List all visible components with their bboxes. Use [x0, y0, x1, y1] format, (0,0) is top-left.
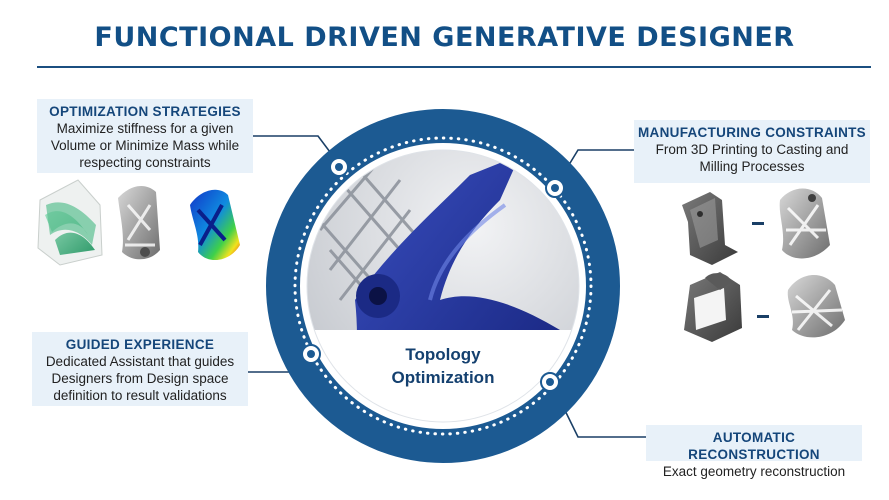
automatic-reconstruction-box: AUTOMATIC RECONSTRUCTION Exact geometry … — [646, 409, 862, 479]
ring-node-icon — [540, 372, 560, 392]
ring-node-icon — [301, 344, 321, 364]
printed-part-render-bottom — [787, 274, 845, 338]
guided-experience-heading: GUIDED EXPERIENCE — [65, 337, 215, 352]
guided-experience-line-2: Designers from Design space — [51, 371, 229, 386]
center-label-line-1: Topology — [405, 345, 481, 364]
manufacturing-constraints-line-2: Milling Processes — [699, 159, 805, 174]
optimization-strategies-box: OPTIMIZATION STRATEGIES Maximize stiffne… — [37, 99, 253, 173]
arrow-dash-icon — [752, 222, 764, 225]
optimization-strategies-line-3: respecting constraints — [79, 155, 211, 170]
milled-block-render-bottom — [684, 272, 742, 342]
optimization-strategies-heading: OPTIMIZATION STRATEGIES — [49, 104, 241, 119]
title-divider — [37, 66, 871, 68]
manufacturing-constraints-heading: MANUFACTURING CONSTRAINTS — [638, 125, 866, 140]
page-title: FUNCTIONAL DRIVEN GENERATIVE DESIGNER — [94, 22, 795, 53]
stress-analysis-render — [190, 189, 240, 261]
manufacturing-constraints-box: MANUFACTURING CONSTRAINTS From 3D Printi… — [634, 120, 870, 183]
ring-node-icon — [329, 157, 349, 177]
center-label-line-2: Optimization — [391, 368, 495, 387]
arrow-dash-icon — [757, 315, 769, 318]
printed-part-render-top — [779, 188, 830, 259]
optimization-strategies-line-2: Volume or Minimize Mass while — [50, 138, 240, 153]
cast-block-render-top — [682, 192, 738, 265]
center-label: Topology Optimization — [363, 343, 523, 389]
guided-experience-box: GUIDED EXPERIENCE Dedicated Assistant th… — [32, 332, 248, 406]
ring-dotted-track — [293, 136, 593, 436]
guided-experience-line-1: Dedicated Assistant that guides — [45, 354, 235, 369]
automatic-reconstruction-line-1: Exact geometry reconstruction — [662, 464, 846, 479]
automatic-reconstruction-heading: AUTOMATIC RECONSTRUCTION — [688, 430, 820, 462]
optimization-strategies-line-1: Maximize stiffness for a given — [56, 121, 234, 136]
guided-experience-line-3: definition to result validations — [53, 388, 227, 403]
outer-ring — [266, 109, 620, 463]
manufacturing-constraints-line-1: From 3D Printing to Casting and — [655, 142, 849, 157]
design-space-render — [37, 179, 103, 266]
ring-node-icon — [545, 178, 565, 198]
optimized-part-render — [118, 186, 160, 260]
